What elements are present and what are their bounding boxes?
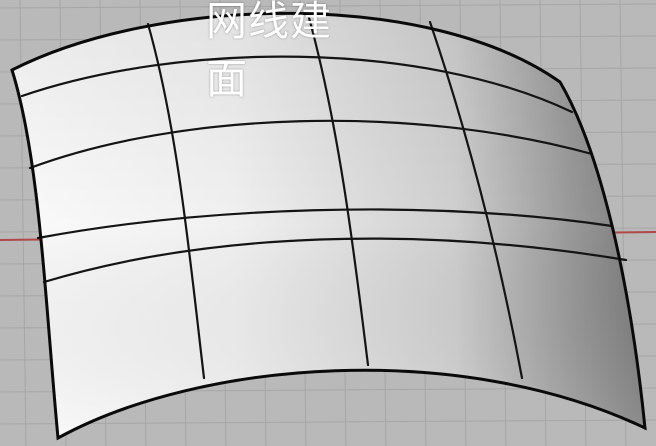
nurbs-surface[interactable] <box>10 11 647 441</box>
surface-boundary <box>10 11 647 441</box>
grid-line <box>0 419 656 425</box>
grid-line <box>0 3 656 9</box>
surface-isocurves <box>20 12 628 380</box>
viewport-label: 网线建面 <box>206 0 332 103</box>
